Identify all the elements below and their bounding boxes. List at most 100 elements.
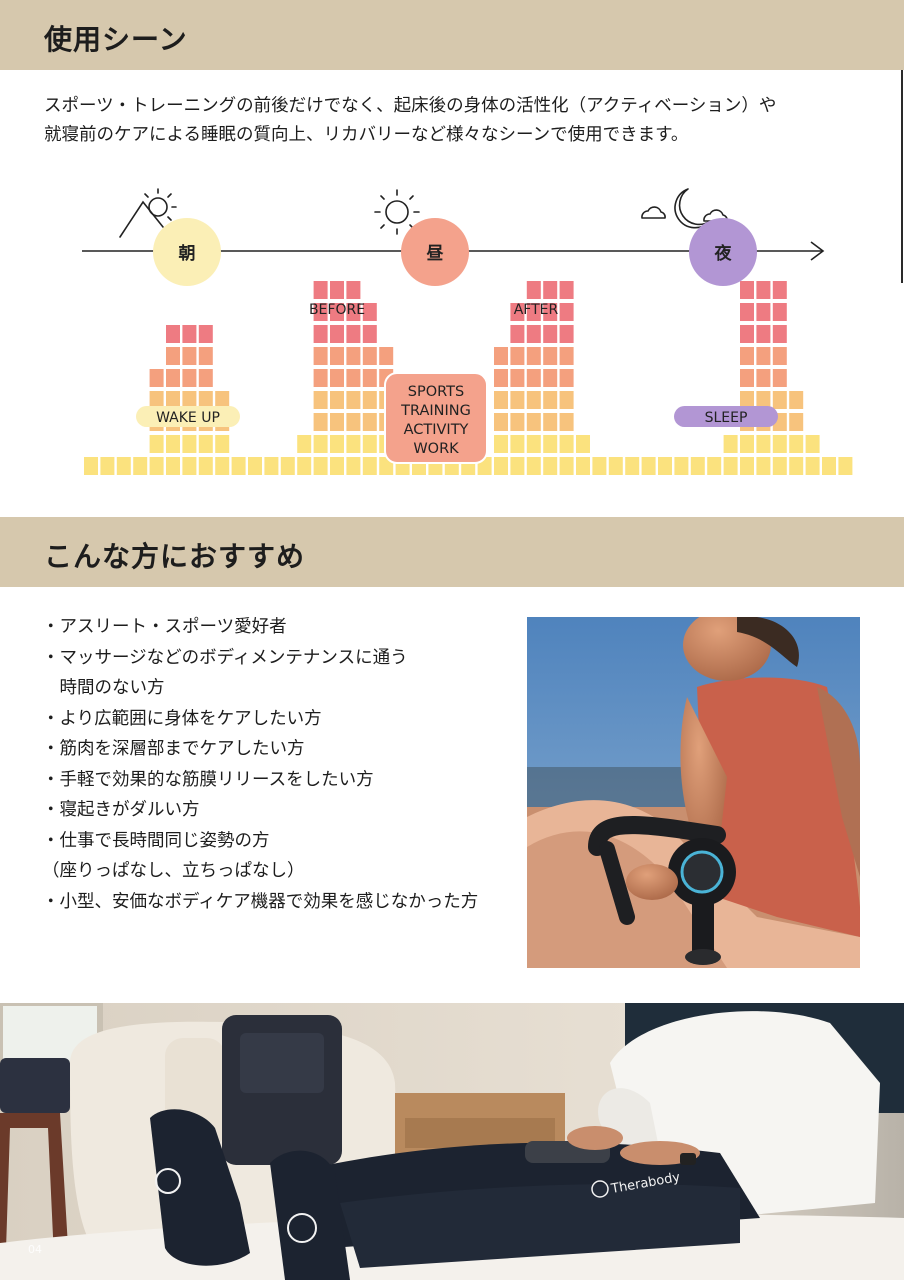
bar-cell (559, 325, 574, 343)
bar-cell (166, 325, 180, 343)
bar-cell (510, 347, 525, 365)
bar-cell (772, 303, 787, 321)
bar-cell (543, 303, 558, 321)
bar-cell (149, 369, 164, 387)
sleep-label: SLEEP (705, 410, 748, 426)
bar-cell (362, 457, 377, 475)
bar-cell (789, 435, 804, 453)
bar-cell (149, 457, 164, 475)
bar-cell (149, 435, 164, 453)
bar-cell (330, 457, 344, 475)
bar-cell (592, 457, 607, 475)
bar-cell (313, 281, 328, 299)
bar-cell (543, 347, 558, 365)
section-header-recommend: こんな方におすすめ (0, 517, 904, 587)
bar-cell (526, 457, 541, 475)
bar-cell (740, 281, 754, 299)
night-circle (689, 218, 757, 286)
list-item-text: （座りっぱなし、立ちっぱなし） (42, 861, 305, 881)
bar-cell (526, 325, 541, 343)
bar-cell (740, 391, 754, 409)
after-label: AFTER (514, 302, 559, 318)
bar-cell (510, 391, 525, 409)
list-item-text: ・小型、安価なボディケア機器で効果を感じなかった方 (42, 891, 479, 912)
section-header-usage: 使用シーン (0, 0, 904, 70)
bar-cell (641, 457, 656, 475)
bar-cell (559, 347, 574, 365)
sunrise-mountain-icon (119, 188, 177, 238)
morning-label: 朝 (179, 243, 196, 264)
center-line-2: TRAINING (400, 403, 471, 419)
list-item-text: ・より広範囲に身体をケアしたい方 (42, 708, 322, 729)
sun-icon (374, 189, 420, 235)
usage-intro-line1: スポーツ・トレーニングの前後だけでなく、起床後の身体の活性化（アクティベーション… (44, 96, 777, 116)
bar-cell (740, 325, 754, 343)
bar-cell (330, 369, 344, 387)
bar-cell (559, 369, 574, 387)
bar-cell (215, 435, 230, 453)
list-item: ・小型、安価なボディケア機器で効果を感じなかった方 (42, 887, 522, 918)
bar-cell (576, 435, 590, 453)
bar-cell (756, 303, 771, 321)
bar-cell (494, 369, 508, 387)
bar-cell (297, 457, 312, 475)
bar-cell (559, 413, 574, 431)
bar-cell (215, 391, 230, 409)
recommend-list: ・アスリート・スポーツ愛好者 ・マッサージなどのボディメンテナンスに通う 時間の… (42, 612, 522, 917)
bar-cell (526, 369, 541, 387)
bar-cell (362, 435, 377, 453)
bar-cell (116, 457, 131, 475)
bar-cell (772, 281, 787, 299)
bar-cell (559, 281, 574, 299)
bar-cell (198, 457, 213, 475)
bar-cell (789, 391, 804, 409)
bar-cell (756, 457, 771, 475)
bar-cell (362, 303, 377, 321)
bar-cell (84, 457, 98, 475)
sleep-pill (674, 406, 778, 427)
bar-cell (740, 347, 754, 365)
list-item: ・手軽で効果的な筋膜リリースをしたい方 (42, 765, 522, 796)
bar-cell (740, 303, 754, 321)
bar-cell (772, 369, 787, 387)
bar-cell (330, 435, 344, 453)
bar-cell (559, 435, 574, 453)
bar-cell (264, 457, 279, 475)
bar-cell (772, 435, 787, 453)
bar-cell (510, 435, 525, 453)
bar-cell (805, 435, 820, 453)
bar-cell (576, 457, 590, 475)
bar-cell (330, 281, 344, 299)
center-line-1: SPORTS (408, 384, 464, 400)
bar-cell (362, 325, 377, 343)
bar-cell (772, 391, 787, 409)
bar-cell (215, 457, 230, 475)
bar-cell (379, 347, 394, 365)
section-title-recommend: こんな方におすすめ (44, 540, 306, 573)
bar-cell (313, 413, 328, 431)
bar-cell (559, 303, 574, 321)
bar-cell (526, 303, 541, 321)
bar-cell (526, 413, 541, 431)
bar-cell (198, 369, 213, 387)
bar-cell (526, 435, 541, 453)
list-item: ・より広範囲に身体をケアしたい方 (42, 704, 522, 735)
bar-cell (231, 457, 246, 475)
before-label: BEFORE (309, 302, 365, 318)
bar-cell (559, 391, 574, 409)
bar-cell (543, 391, 558, 409)
bar-cell (789, 457, 804, 475)
bar-cell (756, 391, 771, 409)
night-label: 夜 (714, 243, 733, 264)
bar-cell (330, 347, 344, 365)
bar-cell (166, 347, 180, 365)
bar-cell (362, 391, 377, 409)
bar-cell (723, 457, 738, 475)
bar-cell (313, 325, 328, 343)
side-divider (901, 70, 903, 283)
bar-cell (198, 435, 213, 453)
bar-cell (346, 369, 361, 387)
bar-cell (707, 457, 722, 475)
bar-cell (789, 413, 804, 431)
bar-cell (608, 457, 623, 475)
